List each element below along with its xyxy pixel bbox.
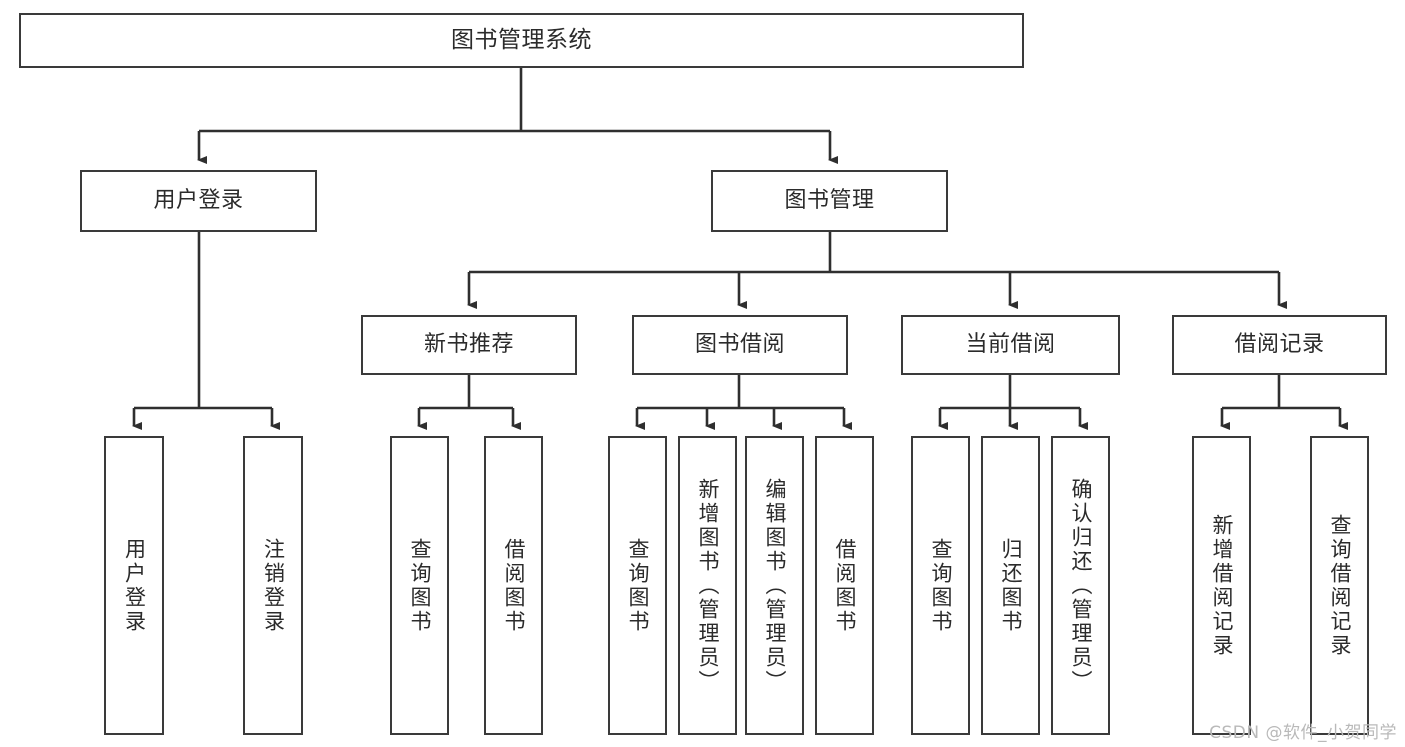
node-current-borrow-label: 当前借阅 [965, 332, 1056, 358]
node-current-borrow[interactable]: 当前借阅 [901, 315, 1120, 375]
node-book-management[interactable]: 图书管理 [711, 170, 948, 232]
node-user-login-label: 用户登录 [153, 188, 244, 214]
leaf-return-book[interactable]: 归还图书 [981, 436, 1040, 735]
leaf-query-borrow-record[interactable]: 查询借阅记录 [1310, 436, 1369, 735]
leaf-query-book-current[interactable]: 查询图书 [911, 436, 970, 735]
leaf-query-book-current-label: 查询图书 [929, 537, 954, 634]
leaf-user-login[interactable]: 用户登录 [104, 436, 164, 735]
leaf-confirm-return-admin[interactable]: 确认归还（管理员） [1051, 436, 1110, 735]
leaf-return-book-label: 归还图书 [999, 537, 1024, 634]
leaf-user-login-label: 用户登录 [122, 537, 147, 634]
node-book-management-label: 图书管理 [784, 188, 875, 214]
leaf-borrow-book-rec[interactable]: 借阅图书 [484, 436, 543, 735]
node-new-book-recommend[interactable]: 新书推荐 [361, 315, 577, 375]
leaf-add-borrow-record-label: 新增借阅记录 [1210, 513, 1235, 658]
leaf-query-borrow-record-label: 查询借阅记录 [1328, 513, 1353, 658]
node-user-login[interactable]: 用户登录 [80, 170, 317, 232]
leaf-edit-book-admin[interactable]: 编辑图书（管理员） [745, 436, 804, 735]
node-borrow-records[interactable]: 借阅记录 [1172, 315, 1387, 375]
leaf-query-book-borrow[interactable]: 查询图书 [608, 436, 667, 735]
leaf-query-book-rec[interactable]: 查询图书 [390, 436, 449, 735]
leaf-query-book-rec-label: 查询图书 [408, 537, 433, 634]
leaf-borrow-book-label: 借阅图书 [833, 537, 858, 634]
leaf-add-book-admin[interactable]: 新增图书（管理员） [678, 436, 737, 735]
leaf-logout-label: 注销登录 [261, 537, 286, 634]
leaf-borrow-book-rec-label: 借阅图书 [502, 537, 527, 634]
leaf-borrow-book[interactable]: 借阅图书 [815, 436, 874, 735]
leaf-add-book-admin-label: 新增图书（管理员） [696, 477, 721, 694]
leaf-logout[interactable]: 注销登录 [243, 436, 303, 735]
leaf-confirm-return-admin-label: 确认归还（管理员） [1069, 477, 1094, 694]
leaf-query-book-borrow-label: 查询图书 [626, 537, 651, 634]
node-book-borrow[interactable]: 图书借阅 [632, 315, 848, 375]
node-root-label: 图书管理系统 [451, 26, 592, 53]
node-new-book-recommend-label: 新书推荐 [423, 332, 514, 358]
node-root[interactable]: 图书管理系统 [19, 13, 1024, 68]
node-borrow-records-label: 借阅记录 [1234, 332, 1325, 358]
node-book-borrow-label: 图书借阅 [694, 332, 785, 358]
leaf-add-borrow-record[interactable]: 新增借阅记录 [1192, 436, 1251, 735]
leaf-edit-book-admin-label: 编辑图书（管理员） [763, 477, 788, 694]
